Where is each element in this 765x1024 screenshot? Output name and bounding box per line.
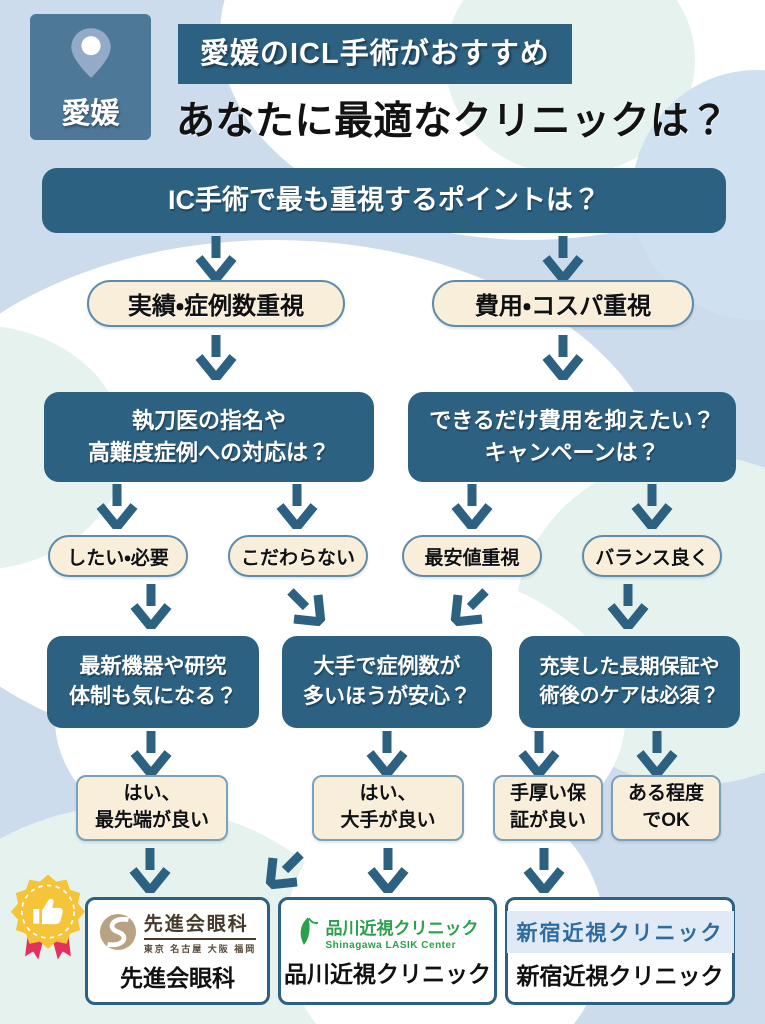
clinic-name: 新宿近視クリニック: [516, 963, 724, 989]
clinic-logo-text: 先進会眼科: [143, 909, 257, 940]
question-text: 最新機器や研究: [79, 654, 227, 678]
answer-text: でOK: [642, 810, 690, 831]
answer-text: 大手が良い: [340, 810, 436, 831]
flow-arrow-down-icon: [540, 235, 586, 281]
answer-text: はい、: [359, 783, 417, 805]
flow-arrow-down-icon: [605, 583, 651, 629]
option-pill-want: したい・必要: [48, 535, 188, 577]
flow-arrow-down-left-icon: [252, 837, 317, 902]
branch-label: 費用・コスパ重視: [474, 293, 652, 320]
question-text: 多いほうが安心？: [303, 685, 471, 708]
answer-text: 最先端が良い: [94, 810, 209, 831]
senshinkai-s-mark-icon: [99, 913, 136, 951]
option-pill-balance: バランス良く: [582, 535, 722, 577]
answer-text: はい、: [123, 783, 181, 805]
question-text: IC手術で最も重視するポイントは？: [168, 184, 600, 215]
flow-arrow-down-icon: [128, 583, 174, 629]
answer-text: 証が良い: [509, 810, 586, 831]
clinic-logo-subtext: Shinagawa LASIK Center: [325, 939, 456, 951]
answer-box-cutting-edge: はい、 最先端が良い: [76, 775, 228, 841]
flow-arrow-down-icon: [365, 847, 411, 893]
clinic-logo-text: 品川近視クリニック: [325, 918, 479, 938]
clinic-name: 品川近視クリニック: [284, 960, 491, 987]
question-box-budget: できるだけ費用を抑えたい？ キャンペーンは？: [408, 392, 736, 482]
flow-arrow-down-left-icon: [437, 574, 502, 639]
question-text: 執刀医の指名や: [131, 408, 286, 434]
map-pin-icon: [68, 26, 114, 85]
award-medal-icon: [4, 868, 92, 969]
flow-arrow-down-icon: [128, 730, 174, 776]
option-label: したい・必要: [67, 547, 169, 569]
page-title: あなたに最適なクリニックは？: [176, 100, 730, 143]
answer-text: 手厚い保: [509, 783, 586, 805]
flow-arrow-down-right-icon: [273, 574, 338, 639]
flow-arrow-down-icon: [516, 730, 562, 776]
flow-arrow-down-icon: [521, 847, 567, 893]
question-text: キャンペーンは？: [484, 440, 660, 465]
question-box-main: IC手術で最も重視するポイントは？: [42, 168, 726, 233]
option-pill-lowest-price: 最安値重視: [402, 535, 542, 577]
senshinkai-logo: 先進会眼科 東京 名古屋 大阪 福岡: [99, 909, 257, 955]
question-box-major-clinic: 大手で症例数が 多いほうが安心？: [282, 636, 492, 728]
shinjuku-logo: 新宿近視クリニック: [506, 911, 734, 953]
branch-pill-results: 実績・症例数重視: [87, 280, 345, 327]
flow-arrow-down-icon: [94, 483, 140, 529]
region-badge: 愛媛: [30, 14, 151, 140]
thumbs-up-icon: [33, 898, 63, 925]
flow-arrow-down-icon: [634, 730, 680, 776]
flow-arrow-down-icon: [629, 483, 675, 529]
question-box-latest-equipment: 最新機器や研究 体制も気になる？: [47, 636, 259, 728]
option-pill-no-preference: こだわらない: [228, 535, 368, 577]
branch-label: 実績・症例数重視: [127, 293, 305, 320]
region-label: 愛媛: [61, 98, 120, 130]
question-text: 高難度症例への対応は？: [87, 440, 330, 465]
flow-arrow-down-icon: [193, 235, 239, 281]
question-text: できるだけ費用を抑えたい？: [429, 408, 715, 434]
shinagawa-logo: 品川近視クリニック Shinagawa LASIK Center: [297, 914, 479, 951]
option-label: こだわらない: [240, 547, 355, 569]
clinic-card-senshinkai[interactable]: 先進会眼科 東京 名古屋 大阪 福岡 先進会眼科: [85, 897, 270, 1005]
question-text: 充実した長期保証や: [539, 656, 720, 678]
clinic-logo-subtext: 東京 名古屋 大阪 福岡: [143, 944, 257, 954]
flow-arrow-down-icon: [193, 334, 239, 380]
answer-text: ある程度: [627, 783, 704, 805]
flow-arrow-down-icon: [364, 730, 410, 776]
option-label: 最安値重視: [424, 547, 520, 569]
question-text: 術後のケアは必須？: [539, 685, 720, 707]
header-badge: 愛媛のICL手術がおすすめ: [178, 24, 572, 84]
option-label: バランス良く: [595, 547, 709, 569]
answer-box-generous-warranty: 手厚い保 証が良い: [493, 775, 603, 841]
question-text: 大手で症例数が: [313, 654, 461, 678]
flow-arrow-down-icon: [274, 483, 320, 529]
flow-arrow-down-icon: [449, 483, 495, 529]
clinic-card-shinjuku[interactable]: 新宿近視クリニック 新宿近視クリニック: [505, 897, 735, 1005]
clinic-name: 先進会眼科: [120, 965, 235, 991]
question-box-surgeon: 執刀医の指名や 高難度症例への対応は？: [44, 392, 374, 482]
answer-box-major: はい、 大手が良い: [312, 775, 464, 841]
branch-pill-cost: 費用・コスパ重視: [432, 280, 694, 327]
flow-arrow-down-icon: [127, 847, 173, 893]
flow-arrow-down-icon: [540, 334, 586, 380]
question-text: 体制も気になる？: [69, 685, 237, 708]
question-box-warranty: 充実した長期保証や 術後のケアは必須？: [519, 636, 740, 728]
leaf-icon: [300, 917, 318, 945]
answer-box-some-ok: ある程度 でOK: [611, 775, 721, 841]
clinic-card-shinagawa[interactable]: 品川近視クリニック Shinagawa LASIK Center 品川近視クリニ…: [278, 897, 497, 1005]
